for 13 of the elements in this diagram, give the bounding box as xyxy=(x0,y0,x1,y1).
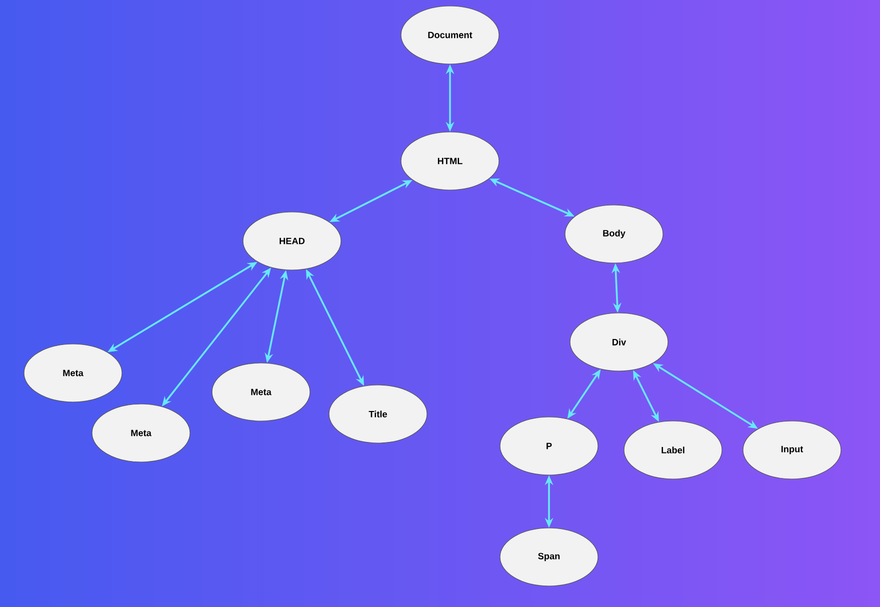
ellipse-node: HTML xyxy=(400,132,500,190)
ellipse-node: P xyxy=(500,416,598,476)
ellipse-node: HEAD xyxy=(242,212,342,270)
ellipse-node: Document xyxy=(400,6,500,64)
ellipse-node: Meta xyxy=(212,362,310,422)
ellipse-node: Div xyxy=(570,312,668,372)
ellipse-node: Meta xyxy=(24,344,122,402)
ellipse-node: Body xyxy=(564,204,664,264)
ellipse-node: Meta xyxy=(92,404,190,462)
ellipse-node: Span xyxy=(500,528,598,586)
ellipse-node: Title xyxy=(328,384,428,444)
ellipse-node: Label xyxy=(624,420,722,480)
ellipse-node: Input xyxy=(742,420,842,480)
